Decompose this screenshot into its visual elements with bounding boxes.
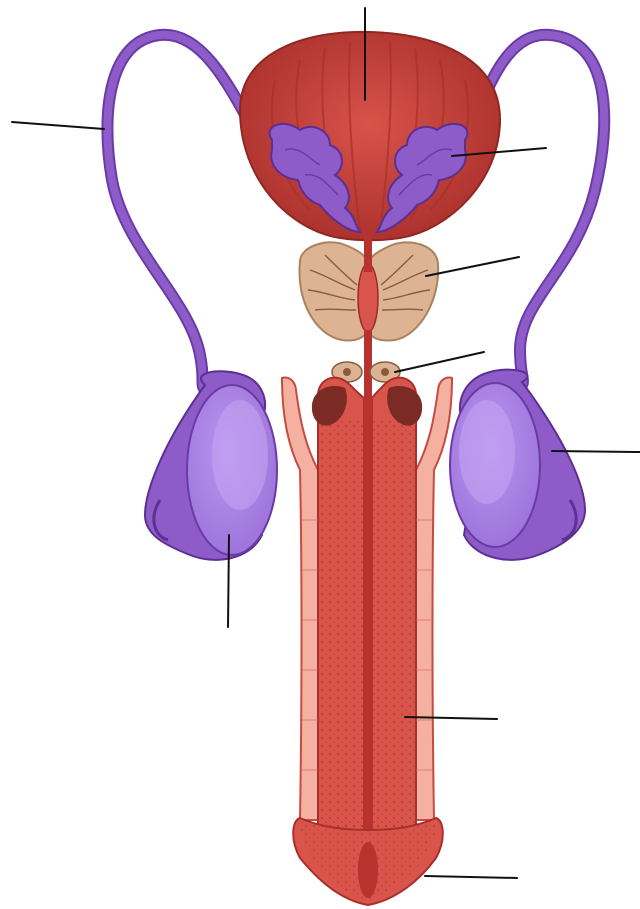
leader-line-testis	[228, 535, 229, 627]
testis-right-group	[450, 370, 585, 560]
penis	[282, 378, 452, 906]
leader-line-epididymis	[552, 451, 640, 452]
leader-line-glans	[425, 876, 517, 878]
urethra-upper	[364, 232, 372, 272]
leader-line-bulbourethral-gland	[395, 352, 484, 372]
leader-line-vas-deferens	[12, 122, 104, 129]
corpus-spongiosum-side-left	[282, 378, 318, 821]
testis-left-group	[145, 371, 277, 560]
corpus-spongiosum-side-right	[416, 378, 452, 821]
urethra	[363, 398, 373, 858]
leader-line-prostate	[426, 257, 519, 276]
